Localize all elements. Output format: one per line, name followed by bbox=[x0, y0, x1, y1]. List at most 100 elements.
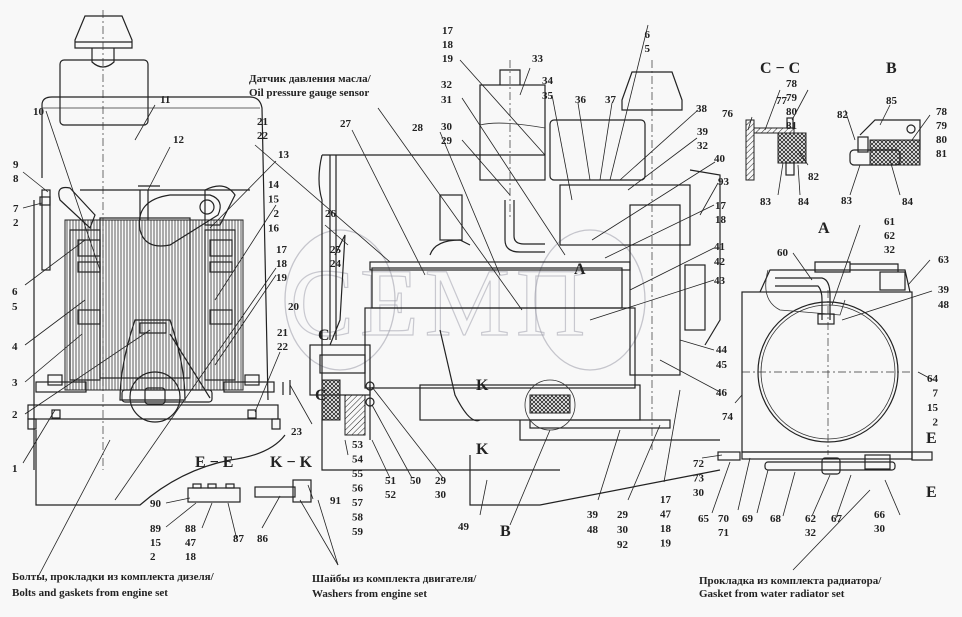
callout-number: 27 bbox=[340, 118, 352, 130]
label-arrow-k-top: K bbox=[476, 377, 489, 394]
callout-number: 1 bbox=[12, 463, 18, 475]
callout-number: 33 bbox=[532, 53, 544, 65]
callout-number: 40 bbox=[714, 153, 726, 165]
callout-number: 50 bbox=[410, 475, 422, 487]
callout-number: 7 bbox=[13, 203, 19, 215]
callout-number: 30 bbox=[617, 524, 629, 536]
label-section-cc: C − C bbox=[760, 60, 800, 77]
callout-number: 21 bbox=[277, 327, 288, 339]
label-callout-b: B bbox=[500, 523, 511, 540]
callout-number: 93 bbox=[718, 176, 730, 188]
callout-number: 31 bbox=[441, 94, 452, 106]
view-a-radiator bbox=[717, 261, 933, 475]
callout-number: 2 bbox=[933, 417, 939, 429]
callout-number: 67 bbox=[831, 513, 843, 525]
label-view-a: A bbox=[818, 220, 830, 237]
callout-number: 22 bbox=[277, 341, 289, 353]
view-b-detail bbox=[849, 119, 921, 166]
label-arrow-k-bottom: K bbox=[476, 441, 489, 458]
callout-number: 2 bbox=[12, 409, 18, 421]
callout-number: 80 bbox=[786, 106, 798, 118]
note-gasket-en: Gasket from water radiator set bbox=[699, 588, 845, 600]
side-view-engine bbox=[282, 60, 721, 506]
label-arrow-e-bottom: E bbox=[926, 484, 937, 501]
callout-number: 15 bbox=[268, 194, 280, 206]
note-washers-en: Washers from engine set bbox=[312, 588, 427, 600]
callout-number: 83 bbox=[760, 196, 772, 208]
callout-number: 62 bbox=[884, 230, 896, 242]
callout-number: 6 bbox=[12, 286, 18, 298]
callout-number: 66 bbox=[874, 509, 886, 521]
callout-number: 26 bbox=[325, 208, 337, 220]
callout-number: 29 bbox=[435, 475, 447, 487]
note-oil-sensor-ru: Датчик давления масла/ bbox=[249, 73, 372, 85]
callout-number: 54 bbox=[352, 454, 364, 466]
callout-number: 25 bbox=[330, 244, 342, 256]
callout-number: 39 bbox=[697, 126, 709, 138]
callout-number: 35 bbox=[542, 90, 554, 102]
callout-number: 30 bbox=[435, 489, 447, 501]
callout-number: 81 bbox=[936, 148, 947, 160]
callout-number: 18 bbox=[442, 39, 454, 51]
callout-number: 65 bbox=[698, 513, 710, 525]
callout-number: 39 bbox=[938, 284, 950, 296]
callout-number: 76 bbox=[722, 108, 734, 120]
callout-number: 55 bbox=[352, 468, 364, 480]
callout-number: 85 bbox=[886, 95, 898, 107]
label-arrow-a: A bbox=[574, 261, 586, 278]
callout-number: 22 bbox=[257, 130, 269, 142]
callout-number: 51 bbox=[385, 475, 396, 487]
callout-number: 38 bbox=[696, 103, 708, 115]
callout-number: 89 bbox=[150, 523, 162, 535]
callout-number: 12 bbox=[173, 134, 185, 146]
callout-number: 17 bbox=[660, 494, 672, 506]
callout-number: 4 bbox=[12, 341, 18, 353]
callout-number: 17 bbox=[715, 200, 727, 212]
callout-number: 36 bbox=[575, 94, 587, 106]
callout-number: 72 bbox=[693, 458, 705, 470]
callout-number: 20 bbox=[288, 301, 300, 313]
callout-number: 64 bbox=[927, 373, 939, 385]
callout-number: 15 bbox=[150, 537, 162, 549]
section-kk-detail bbox=[254, 479, 312, 503]
callout-number: 18 bbox=[660, 523, 672, 535]
callout-number: 30 bbox=[693, 487, 705, 499]
callout-number: 19 bbox=[276, 272, 288, 284]
callout-number: 43 bbox=[714, 275, 726, 287]
callout-number: 58 bbox=[352, 512, 364, 524]
callout-number: 78 bbox=[786, 78, 798, 90]
callout-number: 30 bbox=[874, 523, 886, 535]
callout-number: 5 bbox=[12, 301, 18, 313]
callout-number: 18 bbox=[715, 214, 727, 226]
callout-number: 47 bbox=[185, 537, 197, 549]
callout-number: 52 bbox=[385, 489, 397, 501]
callout-numbers: 1011129872654321131415216171819202122232… bbox=[12, 25, 950, 563]
callout-number: 69 bbox=[742, 513, 754, 525]
callout-number: 2 bbox=[13, 217, 19, 229]
callout-number: 23 bbox=[291, 426, 303, 438]
note-washers-ru: Шайбы из комплекта двигателя/ bbox=[312, 573, 477, 585]
callout-number: 82 bbox=[808, 171, 820, 183]
callout-number: 5 bbox=[645, 43, 651, 55]
callout-number: 49 bbox=[458, 521, 470, 533]
callout-number: 73 bbox=[693, 473, 705, 485]
callout-number: 32 bbox=[441, 79, 453, 91]
callout-number: 78 bbox=[936, 106, 948, 118]
callout-number: 84 bbox=[798, 196, 810, 208]
section-cc-detail bbox=[745, 117, 807, 181]
callout-number: 32 bbox=[884, 244, 896, 256]
callout-number: 83 bbox=[841, 195, 853, 207]
callout-number: 62 bbox=[805, 513, 817, 525]
callout-number: 59 bbox=[352, 526, 364, 538]
note-gasket-ru: Прокладка из комплекта радиатора/ bbox=[699, 575, 882, 587]
callout-number: 63 bbox=[938, 254, 950, 266]
callout-number: 80 bbox=[936, 134, 948, 146]
callout-number: 17 bbox=[276, 244, 288, 256]
note-bolts-ru: Болты, прокладки из комплекта дизеля/ bbox=[12, 571, 215, 583]
callout-number: 84 bbox=[902, 196, 914, 208]
callout-number: 91 bbox=[330, 495, 341, 507]
callout-number: 3 bbox=[12, 377, 18, 389]
callout-number: 19 bbox=[660, 538, 672, 550]
front-view-engine bbox=[27, 10, 286, 506]
